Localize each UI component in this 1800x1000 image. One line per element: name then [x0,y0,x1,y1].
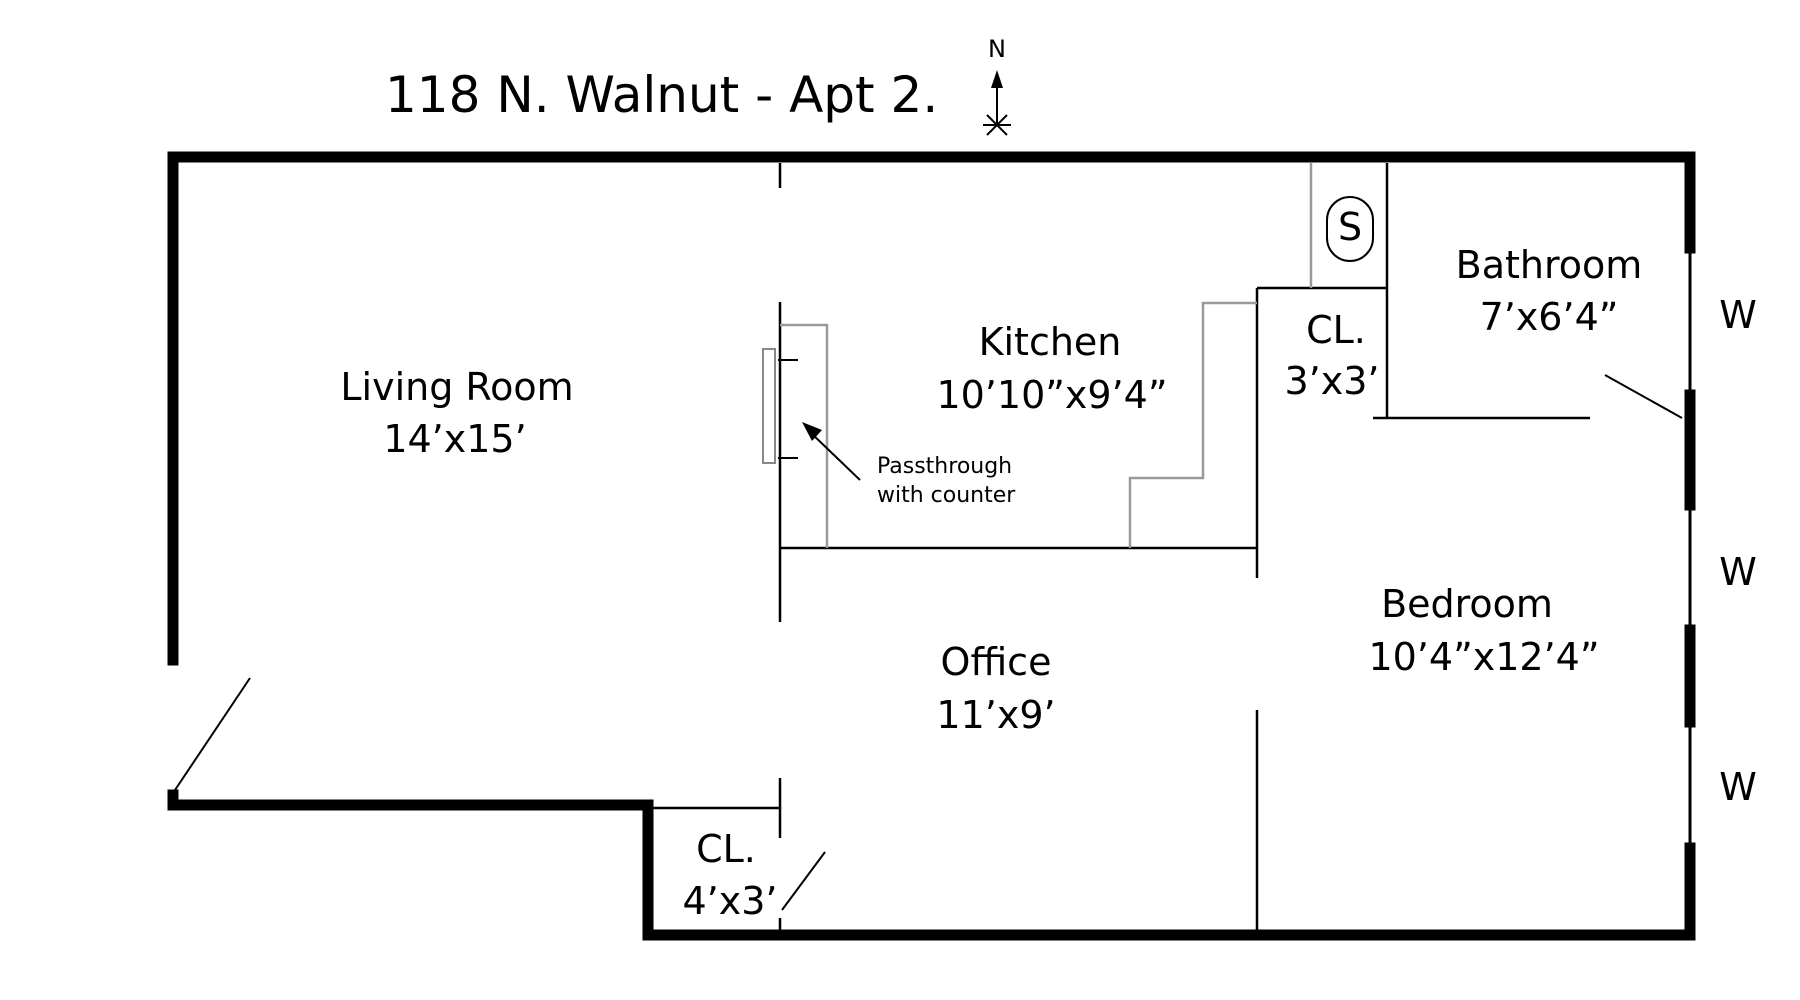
room-name: Bedroom [1381,582,1553,626]
room-living: Living Room 14’x15’ [340,365,573,461]
room-name: Living Room [340,365,573,409]
compass-label: N [988,35,1006,63]
window-label: W [1719,550,1757,594]
room-dimensions: 10’4”x12’4” [1368,635,1599,679]
kitchen-counters [780,163,1313,548]
shower-icon: S [1326,196,1374,262]
windows: W W W [1688,248,1757,848]
room-dimensions: 7’x6’4” [1480,295,1619,339]
room-kitchen: Kitchen 10’10”x9’4” [936,320,1167,417]
room-name: Bathroom [1456,243,1643,287]
room-closet-office: CL. 4’x3’ [683,827,778,923]
doors [172,374,1683,911]
interior-walls [648,163,1590,930]
passthrough-label: Passthrough [877,454,1012,479]
room-dimensions: 4’x3’ [683,879,778,923]
room-dimensions: 11’x9’ [936,693,1055,737]
shower-label: S [1338,205,1362,249]
plan-title: 118 N. Walnut - Apt 2. [385,66,938,124]
room-office: Office 11’x9’ [936,640,1055,737]
passthrough-counter [762,348,798,464]
room-name: CL. [696,827,756,871]
room-name: CL. [1306,308,1366,352]
exterior-walls [167,151,1696,941]
room-name: Kitchen [979,320,1122,364]
room-bedroom: Bedroom 10’4”x12’4” [1368,582,1599,679]
north-arrow-icon: N [983,35,1011,136]
window-label: W [1719,293,1757,337]
room-closet-kitchen: CL. 3’x3’ [1285,308,1380,403]
passthrough-label: with counter [877,483,1016,508]
room-dimensions: 10’10”x9’4” [936,373,1167,417]
passthrough-arrow-icon [802,422,861,481]
closet-door [781,851,826,911]
front-door [172,677,251,794]
room-dimensions: 3’x3’ [1285,359,1380,403]
window-label: W [1719,765,1757,809]
room-bathroom: Bathroom 7’x6’4” [1456,243,1643,339]
bathroom-door [1604,374,1683,419]
room-dimensions: 14’x15’ [383,417,526,461]
room-name: Office [941,640,1052,684]
